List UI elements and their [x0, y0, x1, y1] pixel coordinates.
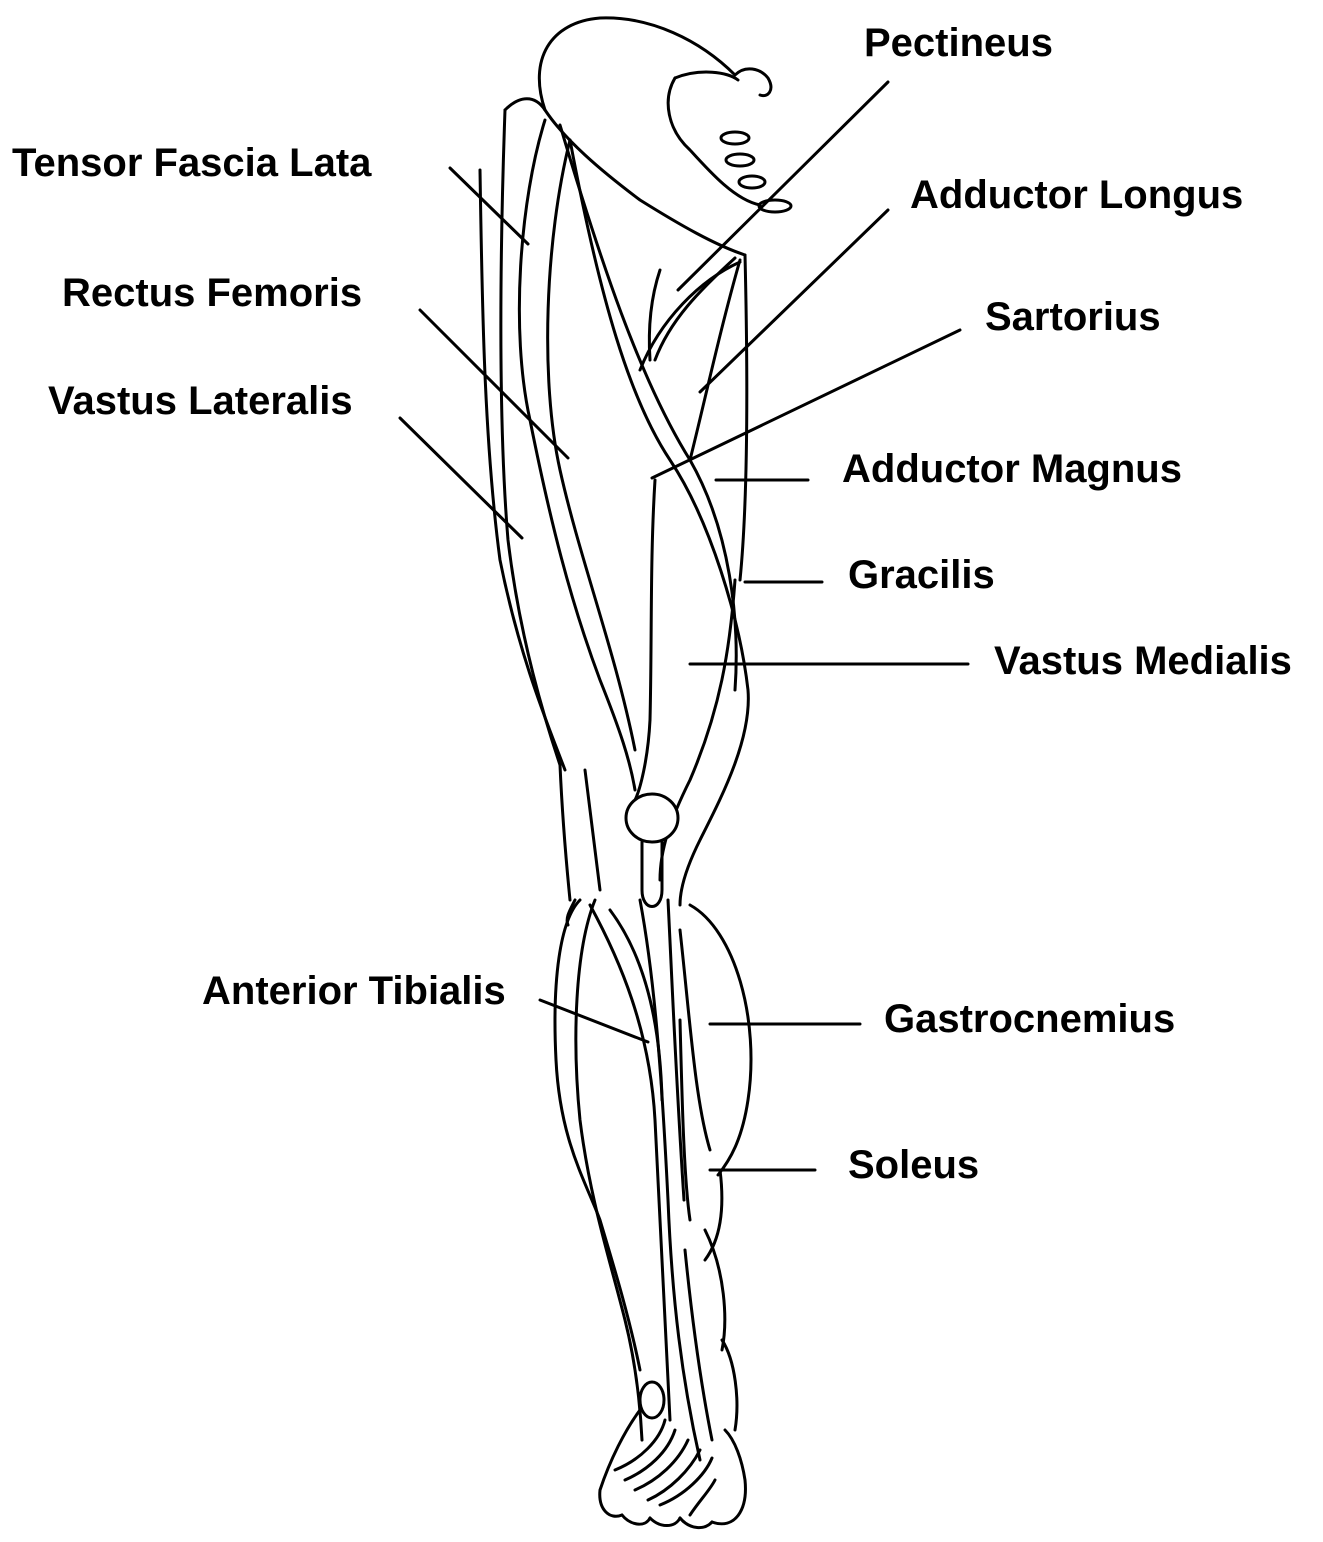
leader-line-rectus-femoris: [420, 310, 568, 458]
foot-outline: [600, 1382, 746, 1528]
label-rectus-femoris: Rectus Femoris: [62, 271, 362, 315]
label-gracilis: Gracilis: [848, 553, 995, 597]
knee-outline: [626, 794, 678, 907]
label-adductor-longus: Adductor Longus: [910, 173, 1243, 217]
pelvis-outline: [539, 18, 791, 255]
label-anterior-tibialis: Anterior Tibialis: [202, 969, 506, 1013]
label-sartorius: Sartorius: [985, 295, 1161, 339]
label-vastus-lateralis: Vastus Lateralis: [48, 379, 353, 423]
leader-line-pectineus: [678, 82, 888, 290]
label-pectineus: Pectineus: [864, 21, 1053, 65]
lower-leg-outline: [555, 900, 751, 1460]
label-vastus-medialis: Vastus Medialis: [994, 639, 1292, 683]
label-adductor-magnus: Adductor Magnus: [842, 447, 1182, 491]
label-tensor-fascia-lata: Tensor Fascia Lata: [12, 141, 372, 185]
label-gastrocnemius: Gastrocnemius: [884, 997, 1175, 1041]
thigh-outline: [480, 99, 748, 905]
leader-line-tensor-fascia-lata: [450, 168, 528, 244]
label-soleus: Soleus: [848, 1143, 979, 1187]
